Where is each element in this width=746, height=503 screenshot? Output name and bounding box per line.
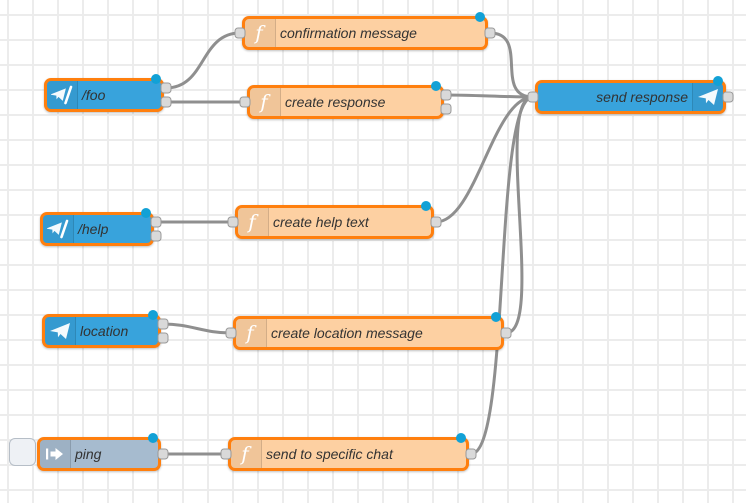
paper-plane-icon [45, 317, 76, 345]
output-port[interactable] [150, 230, 162, 242]
node-label: location [80, 323, 129, 339]
node-ping[interactable]: ping [37, 437, 161, 471]
wire-create-help-text-to-send-response[interactable] [434, 95, 535, 224]
changed-indicator [491, 312, 501, 322]
wire-send-to-specific-chat-to-send-response[interactable] [469, 95, 535, 456]
node-location[interactable]: location [42, 314, 161, 348]
output-port[interactable] [500, 327, 512, 339]
wire-create-response-to-send-response[interactable] [444, 93, 535, 99]
wire-location-to-create-location-message[interactable] [161, 322, 233, 335]
inject-arrow-icon [40, 440, 71, 468]
input-port[interactable] [227, 216, 239, 228]
node-label: send response [596, 89, 688, 105]
output-port[interactable] [157, 332, 169, 344]
paper-plane-slash-icon [47, 81, 78, 109]
output-port[interactable] [465, 448, 477, 460]
function-icon: f [245, 19, 276, 47]
input-port[interactable] [220, 448, 232, 460]
output-port[interactable] [157, 318, 169, 330]
node-label: send to specific chat [266, 446, 393, 462]
paper-plane-slash-icon [43, 215, 74, 243]
changed-indicator [141, 208, 151, 218]
node-send-response[interactable]: send response [535, 80, 726, 114]
output-port[interactable] [484, 27, 496, 39]
node-foo[interactable]: /foo [44, 78, 164, 112]
changed-indicator [456, 433, 466, 443]
wire-confirmation-message-to-send-response[interactable] [488, 31, 535, 99]
node-help[interactable]: /help [40, 212, 154, 246]
output-port[interactable] [440, 103, 452, 115]
function-icon: f [250, 88, 281, 116]
wire-foo-to-confirmation-message[interactable] [164, 31, 242, 90]
inject-button[interactable] [9, 438, 36, 466]
output-port[interactable] [150, 216, 162, 228]
function-icon: f [236, 319, 267, 347]
paper-plane-icon [692, 83, 723, 111]
output-port[interactable] [430, 216, 442, 228]
node-label: confirmation message [280, 25, 417, 41]
output-port[interactable] [157, 448, 169, 460]
input-port[interactable] [239, 96, 251, 108]
changed-indicator [148, 310, 158, 320]
input-port[interactable] [225, 327, 237, 339]
node-label: create help text [273, 214, 369, 230]
changed-indicator [151, 74, 161, 84]
changed-indicator [475, 12, 485, 22]
node-label: /foo [82, 87, 106, 103]
function-icon: f [231, 440, 262, 468]
output-port[interactable] [160, 82, 172, 94]
input-port[interactable] [527, 91, 539, 103]
changed-indicator [431, 81, 441, 91]
node-label: ping [75, 446, 102, 462]
function-icon: f [238, 208, 269, 236]
output-port[interactable] [160, 96, 172, 108]
node-label: create response [285, 94, 386, 110]
changed-indicator [148, 433, 158, 443]
output-port[interactable] [440, 89, 452, 101]
output-port[interactable] [722, 91, 734, 103]
changed-indicator [421, 201, 431, 211]
changed-indicator [713, 76, 723, 86]
node-label: /help [78, 221, 109, 237]
input-port[interactable] [234, 27, 246, 39]
node-label: create location message [271, 325, 423, 341]
